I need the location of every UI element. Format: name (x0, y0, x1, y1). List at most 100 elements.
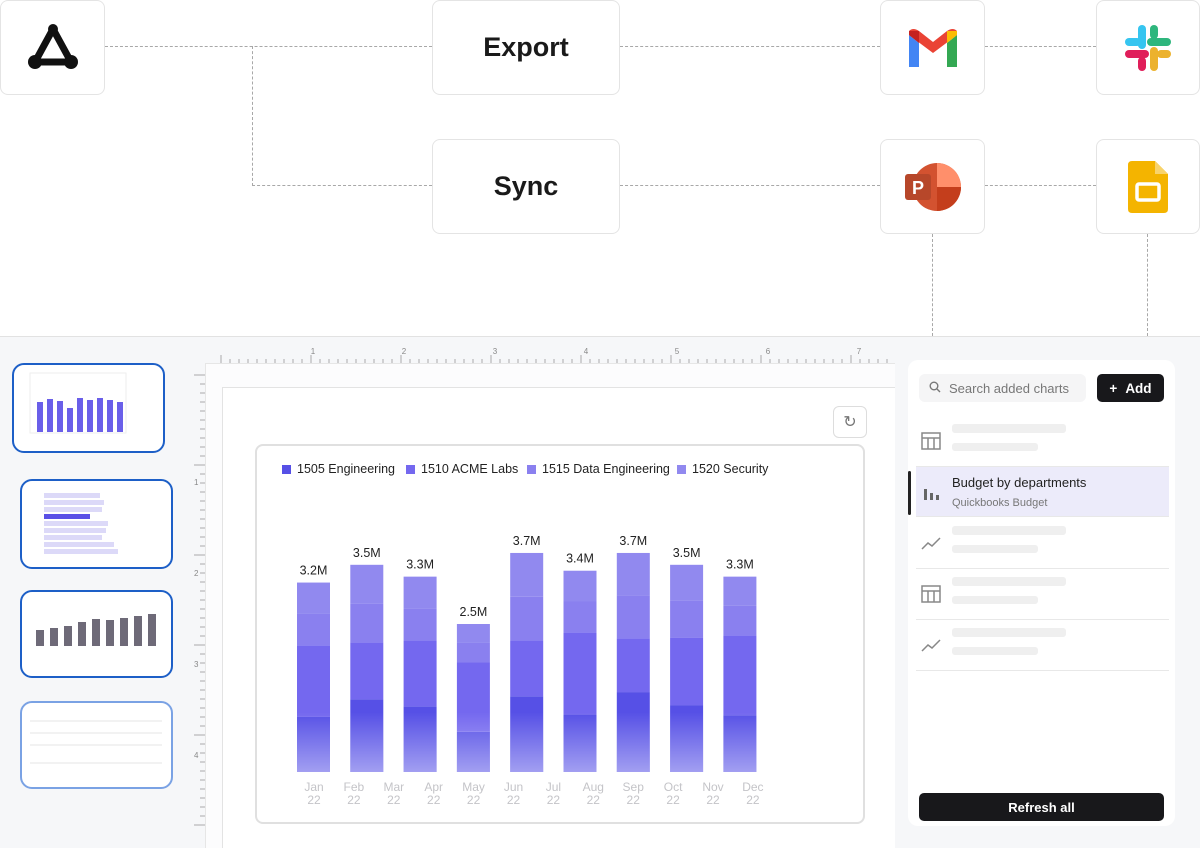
connector (252, 185, 432, 186)
add-label: Add (1125, 380, 1152, 396)
legend-item: 1505 Engineering (282, 462, 395, 476)
x-tick-label: May (462, 780, 485, 794)
ruler-label: 6 (766, 347, 771, 356)
x-tick-label: Jul (546, 780, 561, 794)
x-tick-year: 22 (307, 793, 321, 807)
slide-thumbnail-2[interactable] (20, 479, 173, 569)
legend-item: 1510 ACME Labs (406, 462, 518, 476)
bar-total-label: 2.5M (460, 605, 488, 619)
connector (985, 185, 1096, 186)
bar-segment-1510[interactable] (350, 642, 384, 700)
bar-segment-1510[interactable] (510, 640, 544, 697)
sync-label: Sync (493, 171, 559, 201)
legend-label: 1505 Engineering (297, 462, 395, 476)
bar-segment-1510[interactable] (616, 638, 650, 693)
bar-segment-1510[interactable] (563, 632, 597, 715)
add-chart-button[interactable]: +Add (1097, 374, 1164, 402)
bar-segment-1515[interactable] (563, 601, 597, 633)
google-slides-card[interactable] (1096, 139, 1200, 234)
bar-segment-1515[interactable] (616, 595, 650, 639)
legend-label: 1510 ACME Labs (421, 462, 519, 476)
sync-node[interactable]: Sync (432, 139, 620, 234)
refresh-chart-button[interactable]: ↻ (833, 406, 867, 438)
legend-swatch (677, 464, 686, 474)
slide-thumbnail-3[interactable] (20, 590, 173, 678)
bar-segment-1515[interactable] (670, 600, 704, 638)
powerpoint-card[interactable]: P (880, 139, 985, 234)
bar-segment-1515[interactable] (403, 608, 437, 641)
x-tick-year: 22 (467, 793, 481, 807)
bar-segment-1510[interactable] (723, 635, 757, 716)
connector (620, 185, 880, 186)
bar-segment-1515[interactable] (456, 642, 490, 663)
refresh-icon: ↻ (843, 414, 857, 431)
ruler-label: 4 (194, 751, 199, 760)
bar-segment-1520[interactable] (297, 582, 330, 614)
bar-fade (510, 712, 544, 772)
x-tick-label: Jun (504, 780, 523, 794)
search-charts-input[interactable]: Search added charts (919, 374, 1086, 402)
bar-fade (723, 712, 757, 772)
chart-list-item[interactable] (916, 620, 1169, 671)
connector (620, 46, 880, 47)
ruler-label: 2 (402, 347, 407, 356)
bar-total-label: 3.7M (513, 534, 541, 548)
bar-segment-1515[interactable] (350, 603, 384, 643)
x-tick-label: Sep (623, 780, 645, 794)
search-placeholder: Search added charts (949, 380, 1069, 396)
bar-segment-1520[interactable] (350, 564, 384, 604)
ruler-label: 5 (675, 347, 680, 356)
ruler-label: 7 (857, 347, 862, 356)
chart-list-item[interactable] (916, 569, 1169, 620)
export-label: Export (483, 32, 569, 62)
legend-swatch (527, 464, 536, 474)
legend-swatch (282, 464, 291, 474)
bar-segment-1515[interactable] (297, 613, 330, 646)
slide-thumbnail-4[interactable] (20, 701, 173, 789)
x-tick-year: 22 (587, 793, 601, 807)
app-logo-card (0, 0, 105, 95)
legend-item: 1520 Security (677, 462, 768, 476)
chart-list-item[interactable] (916, 416, 1169, 467)
bar-segment-1515[interactable] (510, 596, 544, 641)
slack-icon (1125, 24, 1171, 71)
ruler-label: 3 (493, 347, 498, 356)
ruler-label: 4 (584, 347, 589, 356)
bar-segment-1520[interactable] (456, 624, 490, 643)
ruler-label: 2 (194, 569, 199, 578)
bar-fade (670, 712, 704, 772)
x-tick-year: 22 (627, 793, 641, 807)
bar-total-label: 3.5M (353, 546, 381, 560)
slack-card[interactable] (1096, 0, 1200, 95)
bar-segment-1510[interactable] (297, 645, 330, 717)
bar-total-label: 3.7M (619, 534, 647, 548)
refresh-all-button[interactable]: Refresh all (919, 793, 1164, 821)
x-tick-year: 22 (547, 793, 561, 807)
x-tick-year: 22 (347, 793, 361, 807)
bar-segment-1510[interactable] (403, 640, 437, 707)
x-tick-label: Apr (424, 780, 443, 794)
bar-segment-1520[interactable] (616, 552, 650, 596)
bar-segment-1520[interactable] (403, 576, 437, 609)
legend-swatch (406, 464, 415, 474)
bar-segment-1520[interactable] (563, 570, 597, 602)
chart-title: Budget by departments (952, 475, 1087, 490)
x-tick-label: Feb (344, 780, 365, 794)
gmail-card[interactable] (880, 0, 985, 95)
chart-list-item[interactable] (916, 518, 1169, 569)
x-tick-label: Aug (583, 780, 604, 794)
chart-list-item-selected[interactable]: Budget by departments Quickbooks Budget (908, 467, 1169, 517)
connector (252, 46, 253, 186)
bar-segment-1520[interactable] (723, 576, 757, 606)
x-tick-label: Dec (742, 780, 763, 794)
bar-segment-1520[interactable] (510, 552, 544, 597)
bar-fade (456, 712, 490, 772)
slide-thumbnail-1[interactable] (12, 363, 165, 453)
bar-total-label: 3.2M (300, 564, 328, 578)
bar-segment-1520[interactable] (670, 564, 704, 601)
bar-segment-1515[interactable] (723, 605, 757, 636)
export-node[interactable]: Export (432, 0, 620, 95)
bar-segment-1510[interactable] (670, 637, 704, 706)
